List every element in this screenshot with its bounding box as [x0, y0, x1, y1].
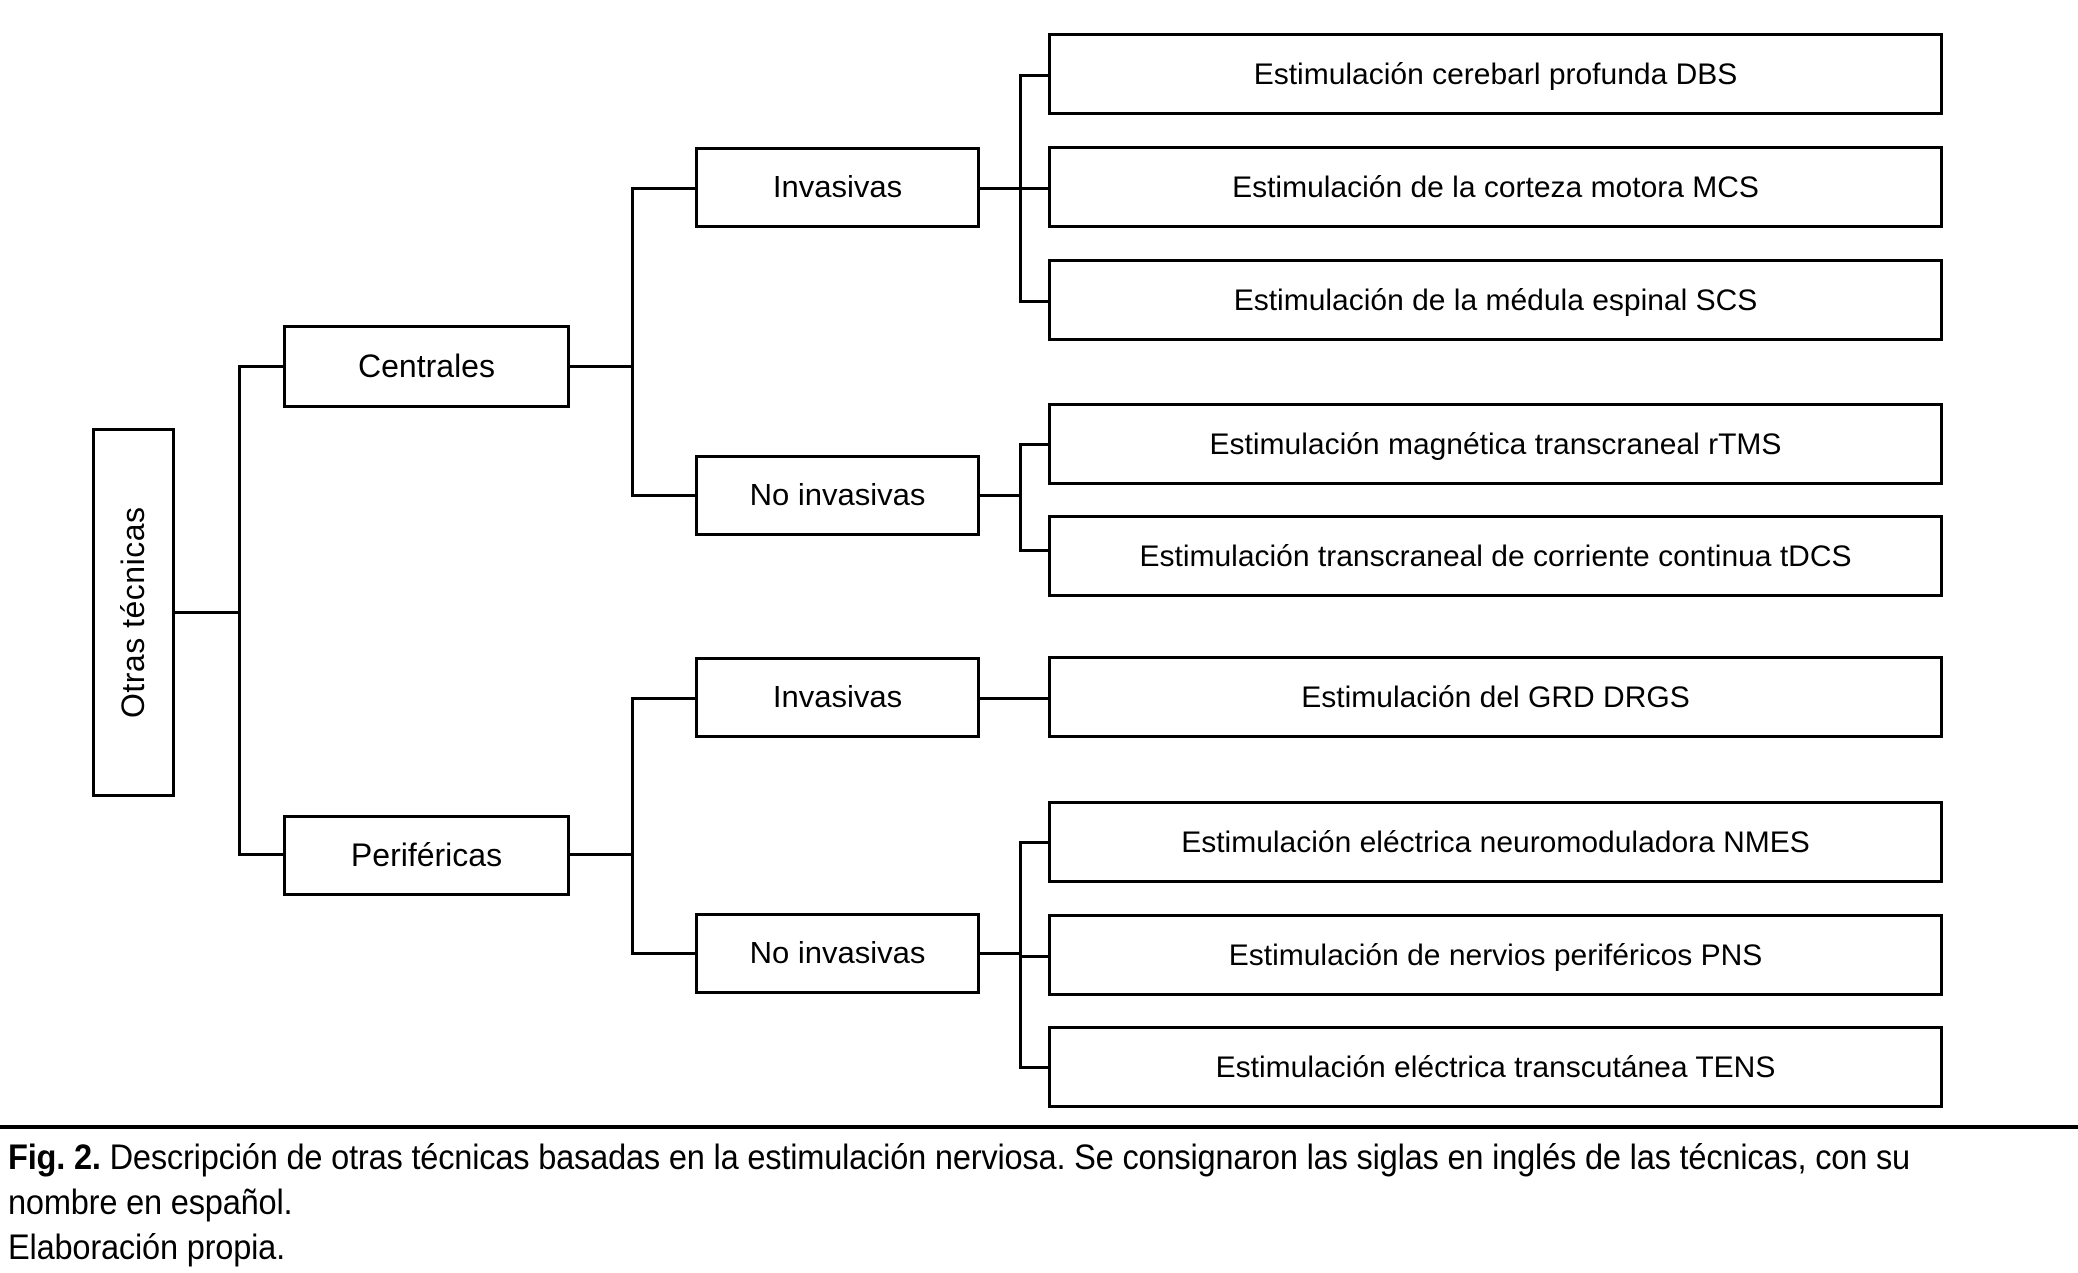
connector-to-leaf-pns: [1019, 955, 1051, 958]
leaf-dbs: Estimulación cerebarl profunda DBS: [1048, 33, 1943, 115]
node-centrales: Centrales: [283, 325, 570, 408]
figure-caption-source: Elaboración propia.: [8, 1227, 285, 1267]
figure-caption: Fig. 2. Descripción de otras técnicas ba…: [8, 1136, 1924, 1270]
connector-to-leaf-nmes: [1019, 841, 1051, 844]
leaf-nmes: Estimulación eléctrica neuromoduladora N…: [1048, 801, 1943, 883]
connector-root-stem: [175, 611, 240, 614]
connector-perifericas-noinvasivas-stem: [980, 952, 1022, 955]
connector-root-trunk-lower: [238, 611, 241, 856]
node-perifericas-invasivas: Invasivas: [695, 657, 980, 738]
connector-to-leaf-scs: [1019, 300, 1051, 303]
figure-caption-label: Fig. 2.: [8, 1138, 101, 1177]
connector-perifericas-to-noinvasivas: [631, 952, 695, 955]
connector-centrales-stem: [570, 365, 633, 368]
connector-centrales-noinvasivas-stem: [980, 494, 1022, 497]
leaf-scs: Estimulación de la médula espinal SCS: [1048, 259, 1943, 341]
leaf-rtms: Estimulación magnética transcraneal rTMS: [1048, 403, 1943, 485]
node-perifericas-label: Periféricas: [350, 836, 503, 873]
node-root-label: Otras técnicas: [114, 506, 151, 719]
node-centrales-label: Centrales: [358, 347, 495, 384]
node-perifericas-no-invasivas: No invasivas: [695, 913, 980, 994]
connector-to-leaf-drgs: [980, 697, 1051, 700]
leaf-drgs: Estimulación del GRD DRGS: [1048, 656, 1943, 738]
node-perifericas-invasivas-label: Invasivas: [772, 679, 903, 715]
leaf-tens: Estimulación eléctrica transcutánea TENS: [1048, 1026, 1943, 1108]
connector-root-trunk: [238, 365, 241, 615]
leaf-mcs-label: Estimulación de la corteza motora MCS: [1232, 170, 1759, 204]
connector-perifericas-stem: [570, 853, 633, 856]
connector-root-to-centrales: [238, 365, 283, 368]
connector-centrales-to-noinvasivas: [631, 494, 695, 497]
leaf-nmes-label: Estimulación eléctrica neuromoduladora N…: [1181, 825, 1810, 859]
leaf-tdcs-label: Estimulación transcraneal de corriente c…: [1139, 539, 1852, 573]
node-perifericas: Periféricas: [283, 815, 570, 896]
leaf-mcs: Estimulación de la corteza motora MCS: [1048, 146, 1943, 228]
leaf-pns-label: Estimulación de nervios periféricos PNS: [1228, 938, 1763, 972]
node-centrales-no-invasivas-label: No invasivas: [749, 477, 926, 513]
node-perifericas-no-invasivas-label: No invasivas: [749, 935, 926, 971]
connector-centrales-to-invasivas: [631, 187, 695, 190]
leaf-dbs-label: Estimulación cerebarl profunda DBS: [1253, 57, 1738, 91]
connector-centrales-invasivas-stem: [980, 187, 1022, 190]
node-centrales-invasivas-label: Invasivas: [772, 169, 903, 205]
connector-to-leaf-tdcs: [1019, 549, 1051, 552]
connector-root-to-perifericas: [238, 853, 283, 856]
leaf-tdcs: Estimulación transcraneal de corriente c…: [1048, 515, 1943, 597]
connector-perifericas-trunk: [631, 697, 634, 955]
connector-centrales-noinvasivas-bus: [1019, 443, 1022, 552]
node-root-otras-tecnicas: Otras técnicas: [92, 428, 175, 797]
connector-centrales-trunk: [631, 187, 634, 497]
connector-perifericas-noinvasivas-bus: [1019, 841, 1022, 1068]
connector-to-leaf-tens: [1019, 1066, 1051, 1069]
connector-perifericas-to-invasivas: [631, 697, 695, 700]
caption-divider-rule: [0, 1125, 2078, 1129]
leaf-scs-label: Estimulación de la médula espinal SCS: [1233, 283, 1758, 317]
leaf-pns: Estimulación de nervios periféricos PNS: [1048, 914, 1943, 996]
leaf-drgs-label: Estimulación del GRD DRGS: [1301, 680, 1690, 714]
node-centrales-no-invasivas: No invasivas: [695, 455, 980, 536]
connector-to-leaf-mcs: [1019, 187, 1051, 190]
figure-caption-text: Descripción de otras técnicas basadas en…: [8, 1138, 1910, 1222]
leaf-tens-label: Estimulación eléctrica transcutánea TENS: [1215, 1050, 1776, 1084]
connector-to-leaf-rtms: [1019, 443, 1051, 446]
leaf-rtms-label: Estimulación magnética transcraneal rTMS: [1209, 427, 1782, 461]
tree-diagram: Otras técnicas Centrales Invasivas Estim…: [92, 33, 1943, 1108]
connector-to-leaf-dbs: [1019, 74, 1051, 77]
node-centrales-invasivas: Invasivas: [695, 147, 980, 228]
